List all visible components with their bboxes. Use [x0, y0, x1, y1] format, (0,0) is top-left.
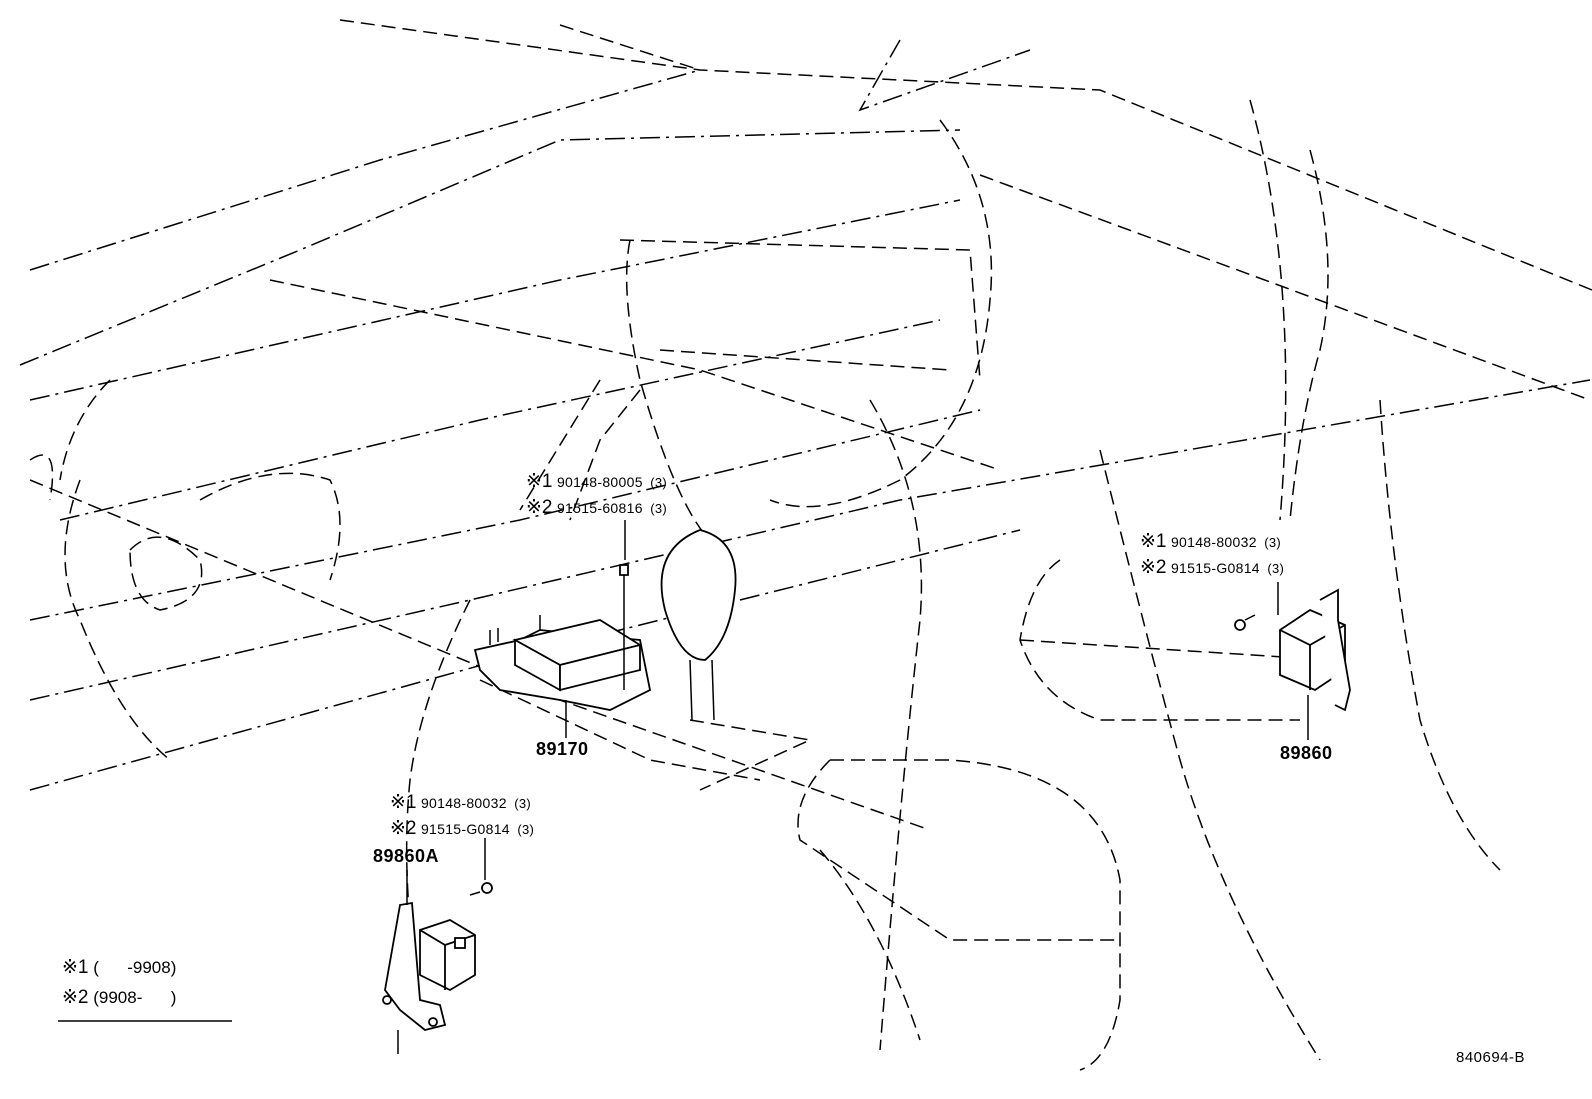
diagram-id: 840694-B [1456, 1049, 1526, 1066]
steering-wheel-2 [59, 379, 111, 481]
legend-mark-2: ※2 [62, 987, 89, 1008]
bracket-line [519, 379, 601, 511]
ref-mark-2: ※2 [526, 497, 553, 518]
callout-right-line1: ※1 90148-80032 (3) [1140, 532, 1281, 551]
shift-knob [660, 529, 737, 661]
legend-mark-1: ※1 [62, 957, 89, 978]
steering-hub [129, 536, 203, 611]
b-pillar-2 [1249, 99, 1287, 521]
legend-range-2: (9908- ) [93, 988, 177, 1007]
legend-row-2: ※2 (9908- ) [62, 988, 176, 1007]
callout-left-line1: ※1 90148-80032 (3) [390, 793, 531, 812]
center-airbag-module [473, 564, 652, 711]
callout-center-line1: ※1 90148-80005 (3) [526, 472, 667, 491]
quantity: (3) [1264, 535, 1282, 550]
dash-top [29, 199, 961, 401]
ref-mark-2: ※2 [1140, 557, 1167, 578]
bolt-part-number: 91515-G0814 [1170, 560, 1260, 576]
floor-line-2 [29, 529, 1021, 791]
steering-wheel [64, 479, 171, 761]
roof-line-2 [559, 24, 701, 71]
b-pillar [1289, 149, 1329, 521]
console-top [269, 279, 1001, 471]
console-side [869, 399, 923, 1051]
ref-mark-1: ※1 [526, 471, 553, 492]
dash-lower [29, 409, 981, 621]
quantity: (3) [1267, 561, 1285, 576]
seat-back-top [619, 239, 981, 381]
floor-panel-2 [1019, 639, 1331, 661]
floor-panel [1019, 559, 1300, 721]
part-label-89860: 89860 [1280, 743, 1333, 763]
windshield-upper [29, 69, 701, 271]
console-box-2 [797, 759, 1120, 941]
ref-mark-1: ※1 [390, 792, 417, 813]
seat-back-edge [659, 349, 951, 371]
shift-lever-shaft [689, 659, 715, 721]
callout-center-line2: ※2 91515-60816 (3) [526, 498, 667, 517]
console-box [830, 759, 1121, 1071]
rear-door [1379, 399, 1501, 871]
dash-mid [59, 319, 941, 521]
vent [29, 454, 54, 501]
seat-back-left [625, 239, 721, 551]
door-line [979, 174, 1591, 401]
left-side-sensor [382, 882, 493, 1031]
bracket-line-2 [569, 389, 641, 521]
bolt-part-number: 91515-60816 [556, 500, 643, 516]
shift-base [689, 719, 813, 791]
roof-line [339, 19, 1592, 291]
ref-mark-1: ※1 [1140, 531, 1167, 552]
bolt-part-number: 90148-80032 [1170, 534, 1257, 550]
console-bottom [819, 849, 921, 1041]
legend-range-1: ( -9908) [93, 958, 177, 977]
meter-hood [199, 472, 341, 581]
floor-line [29, 379, 1591, 701]
rear-floor [1099, 449, 1321, 1061]
ref-mark-2: ※2 [390, 818, 417, 839]
bolt-part-number: 90148-80005 [556, 474, 643, 490]
quantity: (3) [650, 475, 668, 490]
quantity: (3) [514, 796, 532, 811]
seat-back-right [769, 119, 993, 508]
callout-right-line2: ※2 91515-G0814 (3) [1140, 558, 1284, 577]
windshield-lower [19, 129, 961, 366]
right-side-sensor [1234, 588, 1351, 712]
bolt-part-number: 90148-80032 [420, 795, 507, 811]
console-front [479, 679, 761, 781]
bolt-part-number: 91515-G0814 [420, 821, 510, 837]
legend-row-1: ※1 ( -9908) [62, 958, 176, 977]
quantity: (3) [650, 501, 668, 516]
part-label-89170: 89170 [536, 739, 589, 759]
callout-left-line2: ※2 91515-G0814 (3) [390, 819, 534, 838]
part-label-89860A: 89860A [373, 846, 440, 866]
a-pillar [858, 39, 1031, 112]
quantity: (3) [517, 822, 535, 837]
